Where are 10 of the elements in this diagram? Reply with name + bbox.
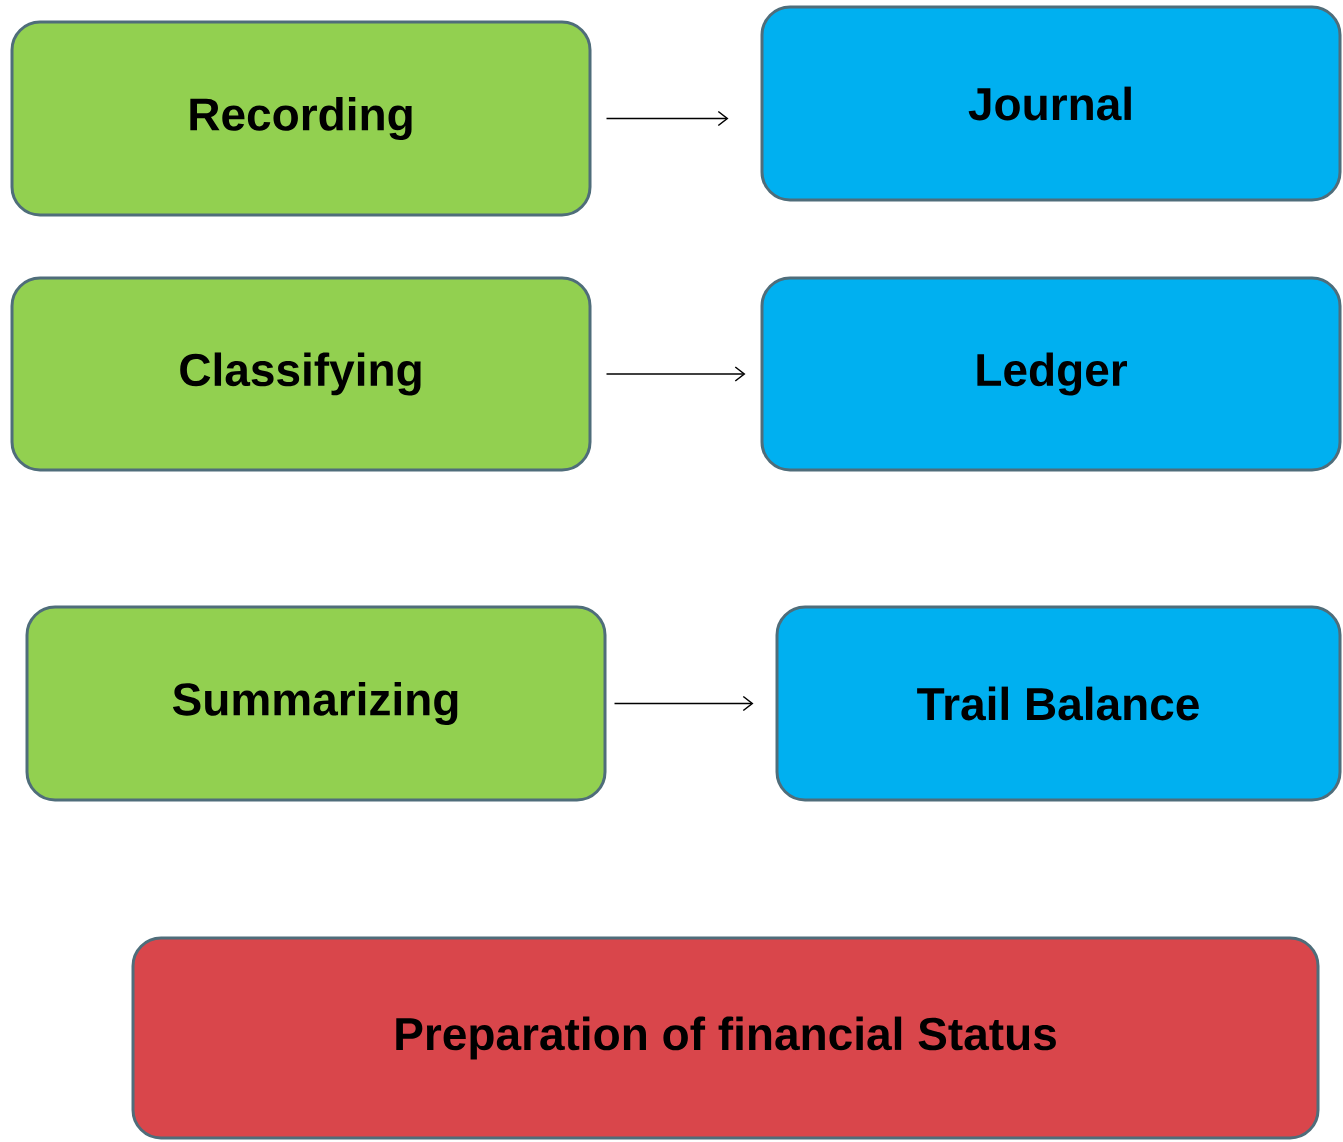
process-box: Classifying (10, 276, 592, 472)
arrow (605, 110, 729, 127)
result-box: Ledger (760, 276, 1342, 472)
arrow (613, 695, 754, 712)
result-box: Journal (760, 5, 1342, 202)
process-box: Recording (10, 20, 592, 217)
process-box: Summarizing (25, 605, 607, 802)
result-box: Trail Balance (775, 605, 1342, 802)
arrow (605, 366, 746, 382)
outcome-box: Preparation of financial Status (131, 936, 1320, 1140)
